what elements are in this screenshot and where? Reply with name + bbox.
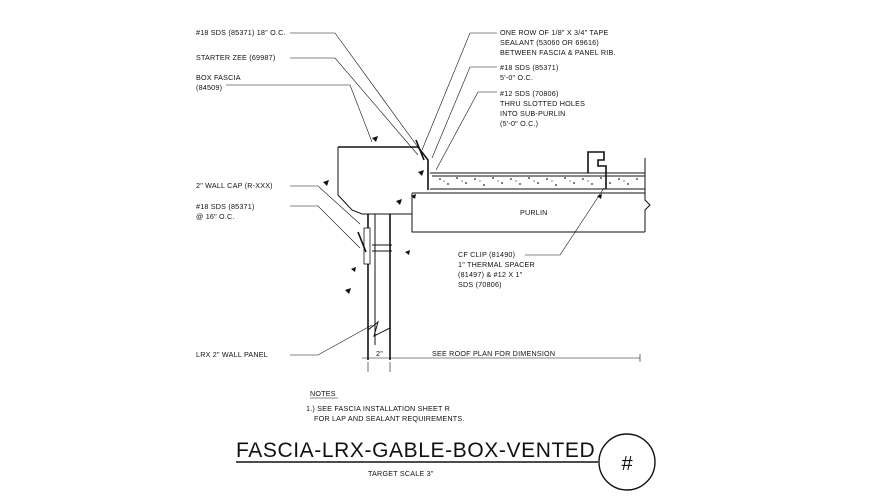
dimension-lines: 2" SEE ROOF PLAN FOR DIMENSION — [362, 349, 641, 372]
callout-cf-clip-3: (81497) & #12 X 1" — [458, 270, 523, 279]
callout-sds-slotted-1: #12 SDS (70806) — [500, 89, 559, 98]
roof-dimension-note: SEE ROOF PLAN FOR DIMENSION — [432, 349, 555, 358]
callout-sds-slotted-2: THRU SLOTTED HOLES — [500, 99, 585, 108]
callout-box-fascia-1: BOX FASCIA — [196, 73, 241, 82]
callout-wall-cap: 2" WALL CAP (R-XXX) — [196, 181, 273, 190]
purlin: PURLIN — [411, 192, 645, 233]
detail-number: # — [621, 453, 633, 475]
title-block: FASCIA-LRX-GABLE-BOX-VENTED TARGET SCALE… — [236, 433, 656, 491]
callout-sds-slotted-4: (5'-0" O.C.) — [500, 119, 538, 128]
callout-sds-16in-2: @ 16" O.C. — [196, 212, 235, 221]
notes: NOTES 1.) SEE FASCIA INSTALLATION SHEET … — [306, 389, 465, 423]
roof-panel — [338, 146, 651, 232]
callout-sds-18in: #18 SDS (85371) 18" O.C. — [196, 28, 286, 37]
callout-sds-16in-1: #18 SDS (85371) — [196, 202, 255, 211]
callout-cf-clip-1: CF CLIP (81490) — [458, 250, 515, 259]
callout-box-fascia-2: (84509) — [196, 83, 222, 92]
hardware-marks — [323, 136, 602, 294]
notes-line-1: 1.) SEE FASCIA INSTALLATION SHEET R — [306, 404, 450, 413]
wall-dimension: 2" — [376, 349, 383, 358]
callout-cf-clip-2: 1" THERMAL SPACER — [458, 260, 535, 269]
callout-cf-clip-4: SDS (70806) — [458, 280, 502, 289]
callout-wall-panel: LRX 2" WALL PANEL — [196, 350, 268, 359]
cf-clip — [587, 151, 607, 189]
callout-starter-zee: STARTER ZEE (69987) — [196, 53, 275, 62]
notes-heading: NOTES — [310, 389, 336, 398]
box-fascia — [337, 139, 425, 360]
callout-tape-sealant-1: ONE ROW OF 1/8" X 3/4" TAPE — [500, 28, 609, 37]
drawing-title: FASCIA-LRX-GABLE-BOX-VENTED — [236, 439, 595, 462]
leader-lines — [226, 32, 605, 356]
callout-sds-5ft-1: #18 SDS (85371) — [500, 63, 559, 72]
detail-number-bubble — [598, 433, 656, 491]
callout-tape-sealant-2: SEALANT (53060 OR 69616) — [500, 38, 599, 47]
purlin-label: PURLIN — [520, 208, 548, 217]
callout-sds-5ft-2: 5'-0" O.C. — [500, 73, 533, 82]
drawing-scale: TARGET SCALE 3" — [368, 469, 434, 478]
callout-sds-slotted-3: INTO SUB-PURLIN — [500, 109, 566, 118]
callout-tape-sealant-3: BETWEEN FASCIA & PANEL RIB. — [500, 48, 616, 57]
notes-line-2: FOR LAP AND SEALANT REQUIREMENTS. — [314, 414, 465, 423]
